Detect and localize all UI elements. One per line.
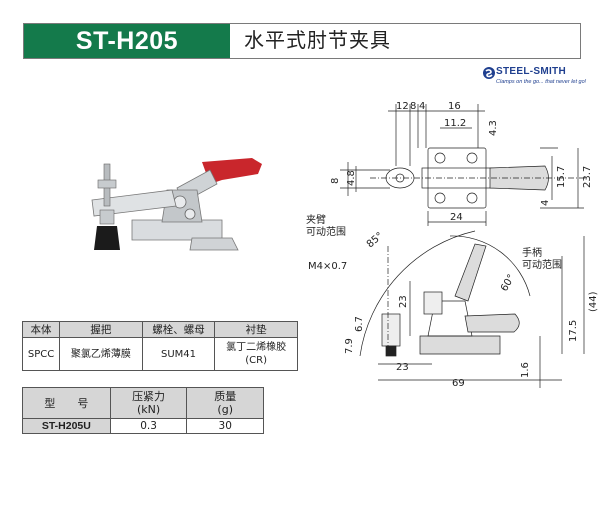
material-pad: 氯丁二烯橡胶 (CR) bbox=[214, 337, 298, 371]
model-title: ST-H205 bbox=[24, 24, 230, 58]
handle-range-label-2: 可动范围 bbox=[522, 258, 562, 271]
rubber-tip bbox=[94, 226, 120, 250]
header-force-unit: (kN) bbox=[136, 403, 161, 416]
materials-table: 本体 握把 螺栓、螺母 衬垫 SPCC 聚氯乙烯薄膜 SUM41 氯丁二烯橡胶 … bbox=[21, 321, 298, 371]
dim-6-7: 6.7 bbox=[354, 316, 365, 332]
dim-85deg: 85° bbox=[365, 230, 386, 250]
dim-11-2: 11.2 bbox=[444, 118, 466, 129]
mass: 30 bbox=[186, 418, 264, 434]
header-grip: 握把 bbox=[59, 321, 143, 338]
header-pad: 衬垫 bbox=[214, 321, 298, 338]
handle-grip bbox=[202, 158, 262, 184]
header-mass: 质量 (g) bbox=[186, 387, 264, 419]
material-bolts-nuts: SUM41 bbox=[141, 337, 216, 371]
models-table: 型 号 压紧力 (kN) 质量 (g) ST-H205U 0.3 30 bbox=[22, 387, 264, 434]
material-pad-name: 氯丁二烯橡胶 bbox=[226, 342, 287, 353]
header-bolts-nuts: 螺栓、螺母 bbox=[141, 321, 216, 338]
brand-tagline: Clamps on the go... that never let go! bbox=[496, 79, 587, 85]
header-force: 压紧力 (kN) bbox=[109, 387, 188, 419]
dim-60deg: 60° bbox=[499, 273, 517, 294]
dim-15-7: 15.7 bbox=[556, 166, 567, 188]
product-photo bbox=[91, 158, 262, 251]
handle-range-label: 手柄 bbox=[522, 246, 542, 259]
brand-logo: STEEL-SMITH Clamps on the go... that nev… bbox=[482, 66, 592, 92]
dim-12: 12 bbox=[396, 101, 409, 112]
dim-1-6: 1.6 bbox=[520, 362, 531, 378]
arm-range-label: 夹臂 bbox=[306, 213, 326, 226]
header-force-label: 压紧力 bbox=[132, 390, 166, 403]
dim-23-v: 23 bbox=[398, 295, 409, 308]
brand-emblem-icon bbox=[483, 67, 495, 79]
product-name: 水平式肘节夹具 bbox=[244, 28, 391, 52]
arm-range-label-2: 可动范围 bbox=[306, 225, 346, 238]
brand-name: STEEL-SMITH bbox=[496, 66, 566, 77]
dim-24: 24 bbox=[450, 212, 463, 223]
dim-4-8: 4.8 bbox=[346, 170, 357, 186]
dim-7-9: 7.9 bbox=[344, 338, 355, 354]
dim-4: 4 bbox=[419, 101, 425, 112]
clamping-force: 0.3 bbox=[109, 418, 188, 434]
dim-23-h: 23 bbox=[396, 362, 409, 373]
dim-8-v: 8 bbox=[330, 178, 341, 184]
header-mass-unit: (g) bbox=[217, 403, 233, 416]
material-grip: 聚氯乙烯薄膜 bbox=[59, 337, 143, 371]
dim-69: 69 bbox=[452, 378, 465, 389]
dim-23-7: 23.7 bbox=[582, 166, 593, 188]
header-model: 型 号 bbox=[22, 387, 111, 419]
model-number: ST-H205U bbox=[22, 418, 111, 434]
dimension-drawing: 12 8 4 16 11.2 4.3 8 4.8 15.7 23.7 4 24 … bbox=[306, 101, 599, 389]
dim-4-3: 4.3 bbox=[488, 120, 499, 136]
material-pad-code: (CR) bbox=[245, 355, 267, 366]
dim-8: 8 bbox=[410, 101, 416, 112]
material-body: SPCC bbox=[21, 337, 61, 371]
dim-17-5: 17.5 bbox=[568, 320, 579, 342]
thread-m4: M4×0.7 bbox=[308, 261, 347, 272]
header-body: 本体 bbox=[21, 321, 61, 338]
dim-4-v: 4 bbox=[540, 200, 551, 206]
header-mass-label: 质量 bbox=[214, 390, 237, 403]
dim-16: 16 bbox=[448, 101, 461, 112]
dim-44: (44) bbox=[588, 291, 599, 312]
